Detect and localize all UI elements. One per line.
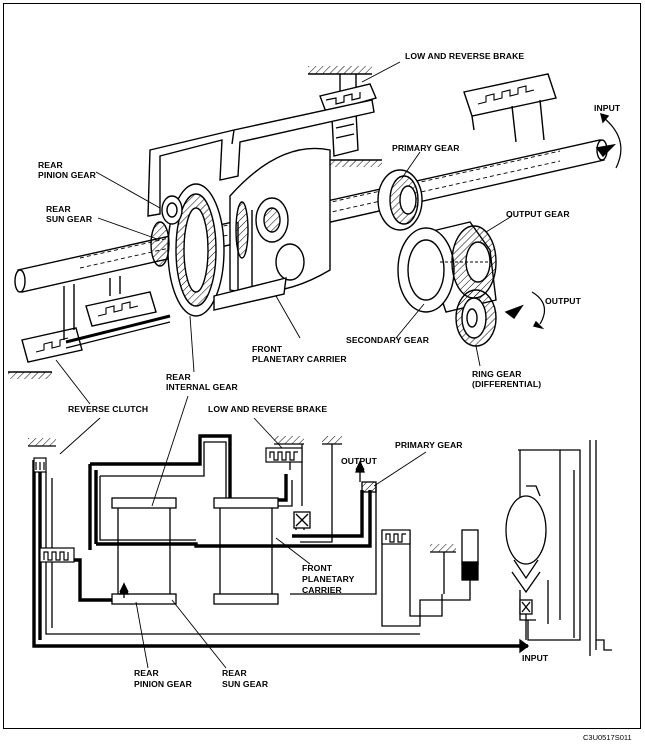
label-front-planetary-carrier-bottom-2: PLANETARY (302, 574, 355, 584)
label-rear-pinion-gear-top-1: REAR (38, 160, 63, 170)
drum-housing (147, 99, 375, 217)
label-low-reverse-brake-bottom: LOW AND REVERSE BRAKE (208, 404, 328, 414)
label-front-planetary-carrier-top-1: FRONT (252, 344, 283, 354)
low-reverse-brake-plates (265, 447, 303, 463)
label-rear-pinion-gear-bottom-1: REAR (134, 668, 159, 678)
schematic (28, 395, 612, 669)
primary-gear-schematic (355, 460, 377, 493)
label-secondary-gear-top: SECONDARY GEAR (346, 335, 430, 345)
label-output-top: OUTPUT (545, 296, 581, 306)
label-rear-internal-gear-top-1: REAR (166, 372, 191, 382)
leader-lines-top (55, 61, 513, 405)
label-rear-sun-gear-top-2: SUN GEAR (46, 214, 93, 224)
low-reverse-brake-top (319, 74, 377, 157)
figure-code: C3U0517S011 (583, 733, 632, 742)
label-low-reverse-brake-top: LOW AND REVERSE BRAKE (405, 51, 525, 61)
label-input-bottom: INPUT (522, 653, 549, 663)
label-front-planetary-carrier-bottom-1: FRONT (302, 563, 333, 573)
label-rear-pinion-gear-bottom-2: PINION GEAR (134, 679, 192, 689)
label-ring-gear-top-2: (DIFFERENTIAL) (472, 379, 542, 389)
ground-symbols (28, 436, 456, 553)
label-primary-gear-bottom: PRIMARY GEAR (395, 440, 463, 450)
label-rear-sun-gear-bottom-1: REAR (222, 668, 247, 678)
forward-clutch-plates (381, 529, 411, 545)
label-front-planetary-carrier-bottom-3: CARRIER (302, 585, 342, 595)
input-arrow (595, 143, 617, 158)
label-rear-sun-gear-top-1: REAR (46, 204, 71, 214)
label-ring-gear-top-1: RING GEAR (472, 369, 522, 379)
label-output-bottom: OUTPUT (341, 456, 377, 466)
rear-planetary-drum (150, 183, 225, 317)
label-rear-internal-gear-top-2: INTERNAL GEAR (166, 382, 238, 392)
primary-gear-3d (377, 169, 423, 231)
label-primary-gear-top: PRIMARY GEAR (392, 143, 460, 153)
reverse-clutch-assembly (21, 276, 171, 363)
label-front-planetary-carrier-top-2: PLANETARY CARRIER (252, 354, 347, 364)
label-rear-sun-gear-bottom-2: SUN GEAR (222, 679, 269, 689)
torque-converter (505, 485, 547, 654)
one-way-clutch (293, 511, 311, 529)
front-planetary-section (213, 147, 331, 311)
clutch-drum-upper-right (463, 73, 557, 143)
rear-planetary-set (111, 497, 177, 605)
cutaway-illustration (8, 61, 622, 405)
label-input-top: INPUT (594, 103, 621, 113)
power-flow-path (32, 434, 528, 648)
ring-gear-differential-3d (455, 289, 497, 347)
reverse-clutch-plates (33, 457, 75, 563)
label-reverse-clutch: REVERSE CLUTCH (68, 404, 149, 414)
oil-pump (461, 529, 479, 581)
label-rear-pinion-gear-top-2: PINION GEAR (38, 170, 96, 180)
leader-lines-bottom (59, 395, 427, 669)
front-planetary-set (213, 497, 279, 605)
label-output-gear-top: OUTPUT GEAR (506, 209, 570, 219)
diagram-frame (3, 3, 641, 729)
output-arrow (504, 304, 524, 320)
